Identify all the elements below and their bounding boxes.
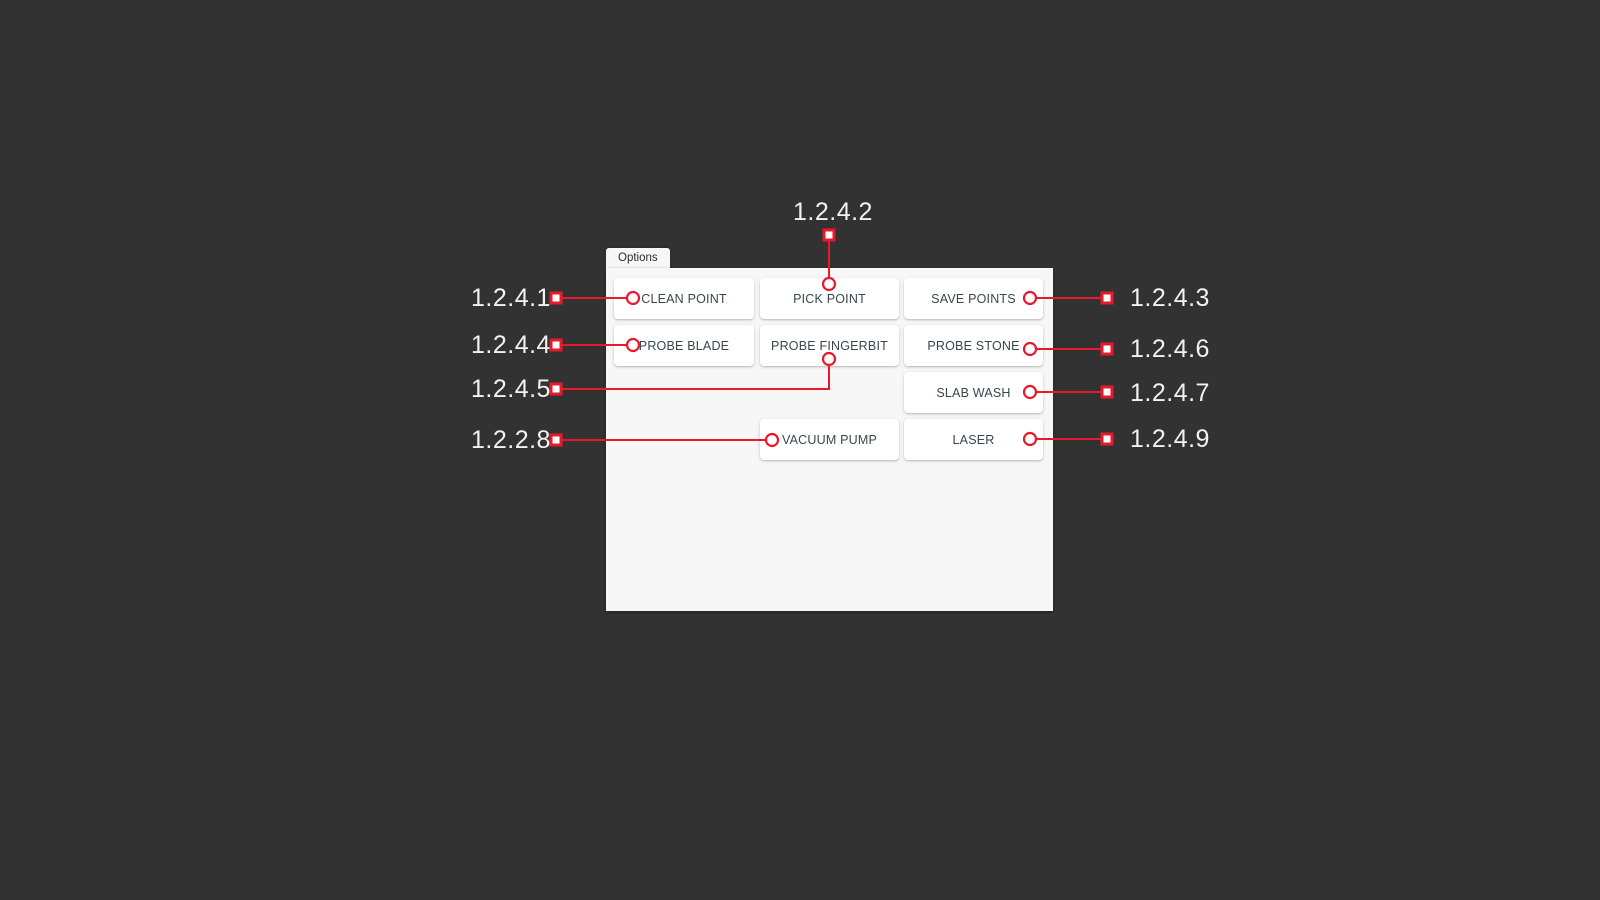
callout-label-1-2-4-7: 1.2.4.7 xyxy=(1130,379,1210,407)
button-probe-stone-label: PROBE STONE xyxy=(927,338,1020,353)
marker-square-1-2-4-6 xyxy=(1100,342,1114,356)
button-laser[interactable]: LASER xyxy=(904,419,1043,460)
button-clean-point-label: CLEAN POINT xyxy=(641,291,727,306)
marker-square-1-2-4-9 xyxy=(1100,432,1114,446)
button-probe-blade[interactable]: PROBE BLADE xyxy=(614,325,754,366)
marker-square-1-2-2-8 xyxy=(549,433,563,447)
button-slab-wash-label: SLAB WASH xyxy=(936,385,1011,400)
marker-square-1-2-4-1 xyxy=(549,291,563,305)
callout-label-1-2-2-8: 1.2.2.8 xyxy=(471,426,551,454)
marker-square-1-2-4-7 xyxy=(1100,385,1114,399)
marker-square-1-2-4-5 xyxy=(549,382,563,396)
callout-label-1-2-4-6: 1.2.4.6 xyxy=(1130,335,1210,363)
button-pick-point[interactable]: PICK POINT xyxy=(760,278,899,319)
marker-square-1-2-4-4 xyxy=(549,338,563,352)
callout-label-1-2-4-5: 1.2.4.5 xyxy=(471,375,551,403)
marker-square-1-2-4-2 xyxy=(822,228,836,242)
button-save-points[interactable]: SAVE POINTS xyxy=(904,278,1043,319)
callout-label-1-2-4-9: 1.2.4.9 xyxy=(1130,425,1210,453)
callout-label-1-2-4-2: 1.2.4.2 xyxy=(793,198,873,226)
tab-strip: Options xyxy=(606,248,1053,269)
button-vacuum-pump-label: VACUUM PUMP xyxy=(781,432,878,447)
button-slab-wash[interactable]: SLAB WASH xyxy=(904,372,1043,413)
button-laser-label: LASER xyxy=(952,432,995,447)
callout-label-1-2-4-1: 1.2.4.1 xyxy=(471,284,551,312)
callout-label-1-2-4-4: 1.2.4.4 xyxy=(471,331,551,359)
button-clean-point[interactable]: CLEAN POINT xyxy=(614,278,754,319)
button-probe-fingerbit-label: PROBE FINGERBIT xyxy=(771,338,888,353)
button-save-points-label: SAVE POINTS xyxy=(931,291,1016,306)
tab-options[interactable]: Options xyxy=(606,248,670,269)
marker-square-1-2-4-3 xyxy=(1100,291,1114,305)
callout-label-1-2-4-3: 1.2.4.3 xyxy=(1130,284,1210,312)
button-pick-point-label: PICK POINT xyxy=(793,291,866,306)
button-probe-stone[interactable]: PROBE STONE xyxy=(904,325,1043,366)
button-probe-blade-label: PROBE BLADE xyxy=(638,338,730,353)
button-probe-fingerbit[interactable]: PROBE FINGERBIT xyxy=(760,325,899,366)
button-vacuum-pump[interactable]: VACUUM PUMP xyxy=(760,419,899,460)
tab-options-label: Options xyxy=(618,252,658,264)
